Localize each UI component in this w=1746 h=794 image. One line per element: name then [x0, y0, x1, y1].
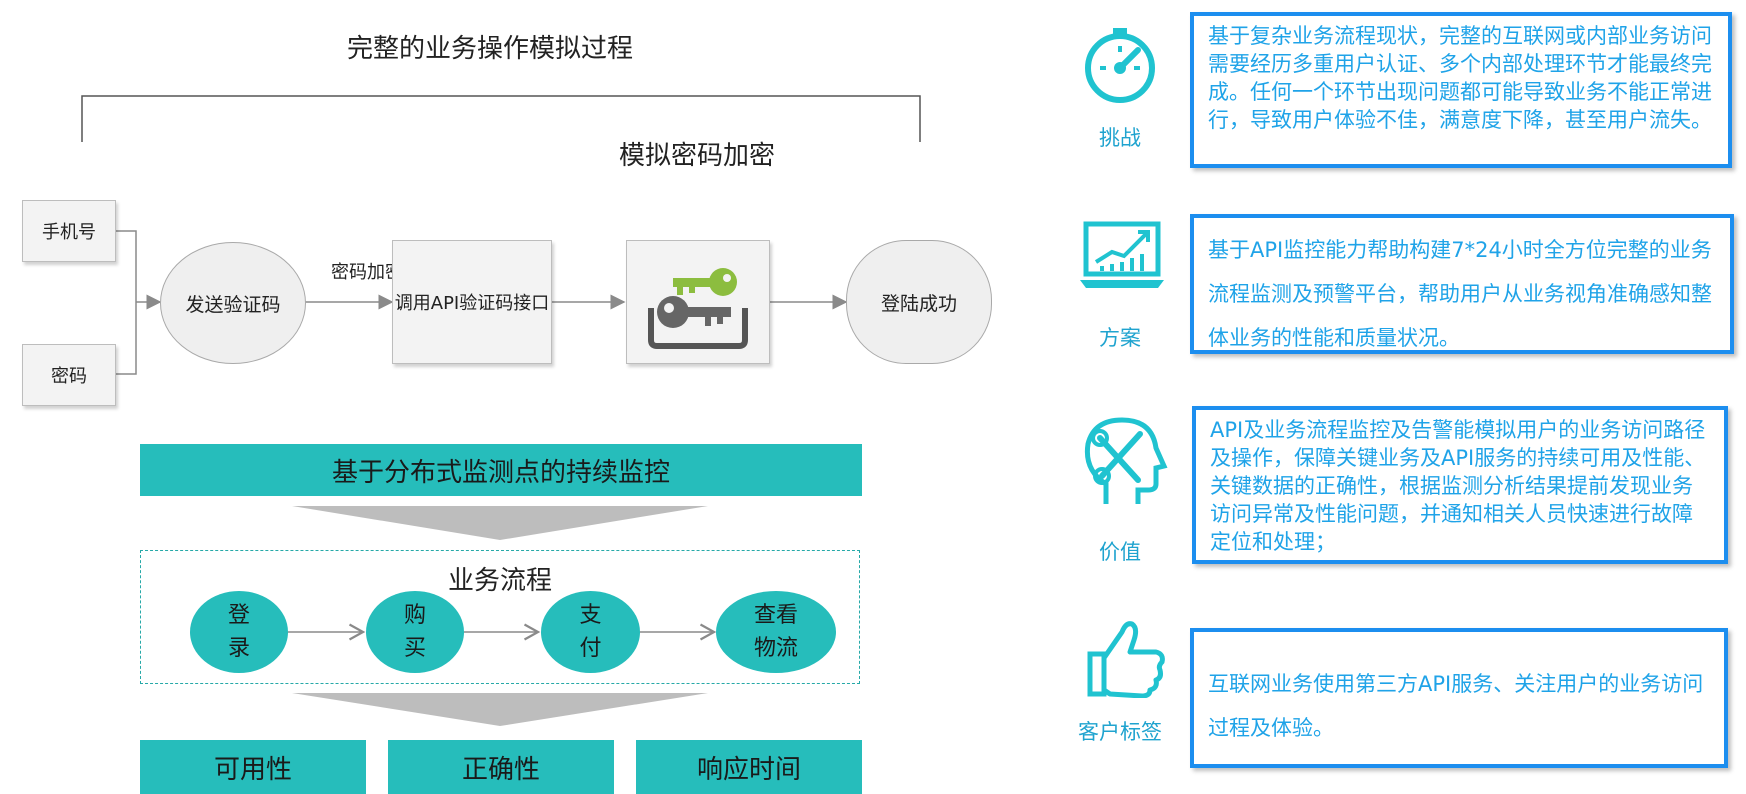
business-process-title: 业务流程	[447, 566, 552, 596]
monitoring-banner-label: 基于分布式监测点的持续监控	[331, 457, 670, 488]
login-success-label: 登陆成功	[880, 292, 957, 315]
step-pay: 支付	[541, 591, 640, 673]
step-buy-line2: 买	[403, 636, 426, 661]
monitoring-banner: 基于分布式监测点的持续监控	[140, 444, 862, 496]
panel-challenge: 基于复杂业务流程现状，完整的互联网或内部业务访问需要经历多重用户认证、多个内部处…	[1190, 12, 1732, 168]
step-pay-line1: 支	[579, 603, 602, 628]
phone-label: 手机号	[42, 222, 96, 243]
keys-icon	[648, 268, 748, 349]
step-login: 登录	[190, 591, 288, 673]
flow-connectors	[81, 95, 921, 726]
panel-label-challenge: 挑战	[1099, 126, 1141, 150]
title-bracket	[81, 95, 921, 142]
password-label: 密码	[51, 366, 87, 387]
send-code-label: 发送验证码	[185, 293, 281, 316]
laptop-chart-icon	[1080, 221, 1164, 288]
panel-solution: 基于API监控能力帮助构建7*24小时全方位完整的业务流程监测及预警平台，帮助用…	[1190, 214, 1734, 354]
panel-customer-text: 互联网业务使用第三方API服务、关注用户的业务访问过程及体验。	[1208, 672, 1704, 740]
funnel-top	[292, 506, 708, 540]
head-tools-icon	[1084, 417, 1168, 504]
step-buy: 购买	[366, 591, 464, 673]
encrypt-edge-label: 密码加密	[331, 262, 403, 283]
step-login-line1: 登	[227, 603, 250, 628]
flow-title: 完整的业务操作模拟过程	[346, 34, 633, 64]
metric-correctness: 正确性	[388, 740, 614, 794]
step-logistics-line2: 物流	[753, 636, 798, 661]
metric-correctness-label: 正确性	[461, 754, 540, 785]
metric-response-time: 响应时间	[636, 740, 862, 794]
simulate-encryption-label: 模拟密码加密	[618, 141, 775, 171]
panel-challenge-text: 基于复杂业务流程现状，完整的互联网或内部业务访问需要经历多重用户认证、多个内部处…	[1208, 24, 1712, 132]
login-success-node: 登陆成功	[846, 240, 992, 364]
step-logistics-line1: 查看	[753, 603, 798, 628]
panel-label-solution: 方案	[1099, 326, 1141, 350]
encryption-node	[626, 240, 770, 364]
metric-availability: 可用性	[140, 740, 366, 794]
business-process-box	[140, 550, 860, 684]
funnel-bottom	[292, 693, 708, 726]
call-api-node: 调用API验证码接口	[392, 240, 552, 364]
send-code-node: 发送验证码	[160, 242, 306, 364]
panel-value-text: API及业务流程监控及告警能模拟用户的业务访问路径及操作，保障关键业务及API服…	[1210, 418, 1706, 554]
metric-response-time-label: 响应时间	[696, 754, 801, 785]
speedometer-icon	[1085, 28, 1155, 103]
panel-label-customer: 客户标签	[1078, 720, 1162, 744]
panel-customer: 互联网业务使用第三方API服务、关注用户的业务访问过程及体验。	[1190, 628, 1728, 768]
step-login-line2: 录	[227, 636, 250, 661]
panel-solution-text: 基于API监控能力帮助构建7*24小时全方位完整的业务流程监测及预警平台，帮助用…	[1208, 238, 1712, 350]
password-input-box: 密码	[22, 344, 116, 406]
thumbs-up-icon	[1087, 621, 1165, 698]
phone-input-box: 手机号	[22, 200, 116, 262]
panel-value: API及业务流程监控及告警能模拟用户的业务访问路径及操作，保障关键业务及API服…	[1192, 406, 1728, 564]
step-pay-line2: 付	[579, 636, 602, 661]
call-api-label: 调用API验证码接口	[394, 293, 550, 314]
step-logistics: 查看物流	[716, 591, 836, 673]
step-buy-line1: 购	[403, 603, 426, 628]
metric-availability-label: 可用性	[213, 754, 292, 785]
panel-label-value: 价值	[1099, 540, 1141, 564]
